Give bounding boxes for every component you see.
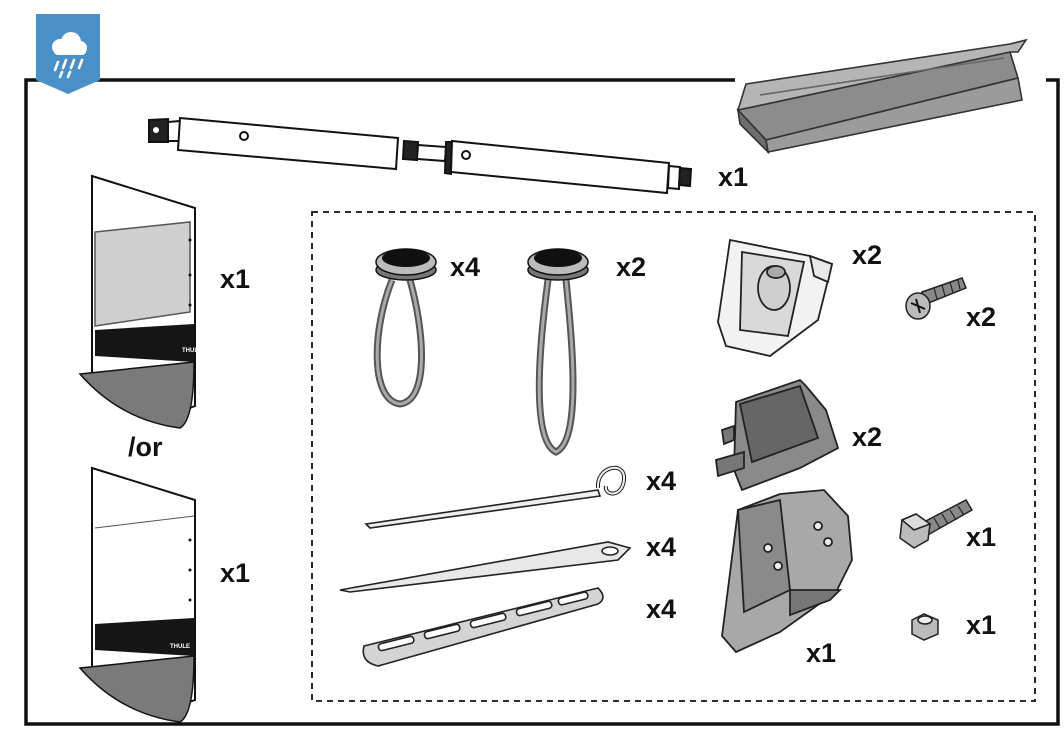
qty-side-panel-window: x1 (220, 264, 251, 294)
connector-loop-small (527, 248, 589, 456)
small-parts-box (311, 211, 1036, 702)
bracket (717, 238, 834, 357)
wall-bracket (721, 489, 853, 654)
thule-logo: THULE (182, 348, 202, 354)
storage-bag (736, 38, 1028, 155)
nut (911, 613, 939, 641)
qty-bolt: x1 (966, 522, 997, 552)
qty-bracket: x2 (852, 240, 883, 270)
qty-clip: x2 (852, 422, 883, 452)
alternative-label: /or (128, 432, 163, 462)
thule-logo: THULE (170, 644, 190, 650)
side-panel-window: THULE (78, 174, 202, 429)
tent-peg-plastic (362, 587, 604, 667)
qty-tent-peg-flat: x4 (646, 532, 677, 562)
bolt (899, 499, 974, 549)
qty-nut: x1 (966, 610, 997, 640)
connector-loop-large (373, 248, 437, 408)
tent-peg-hook (364, 465, 626, 529)
qty-side-panel-plain: x1 (220, 558, 251, 588)
qty-connector-small: x2 (616, 252, 647, 282)
qty-wall-bracket: x1 (806, 638, 837, 668)
small-screw (905, 277, 967, 320)
qty-connector-large: x4 (450, 252, 481, 282)
clip (715, 378, 840, 492)
side-panel-plain: THULE (78, 466, 196, 723)
weather-badge (36, 14, 100, 94)
qty-tent-peg-plastic: x4 (646, 594, 677, 624)
qty-tent-peg-hook: x4 (646, 466, 677, 496)
qty-pole: x1 (718, 162, 749, 192)
tent-peg-flat (339, 541, 632, 593)
rain-cloud-icon (52, 32, 87, 79)
qty-screw-small: x2 (966, 302, 997, 332)
telescopic-pole (148, 116, 693, 195)
